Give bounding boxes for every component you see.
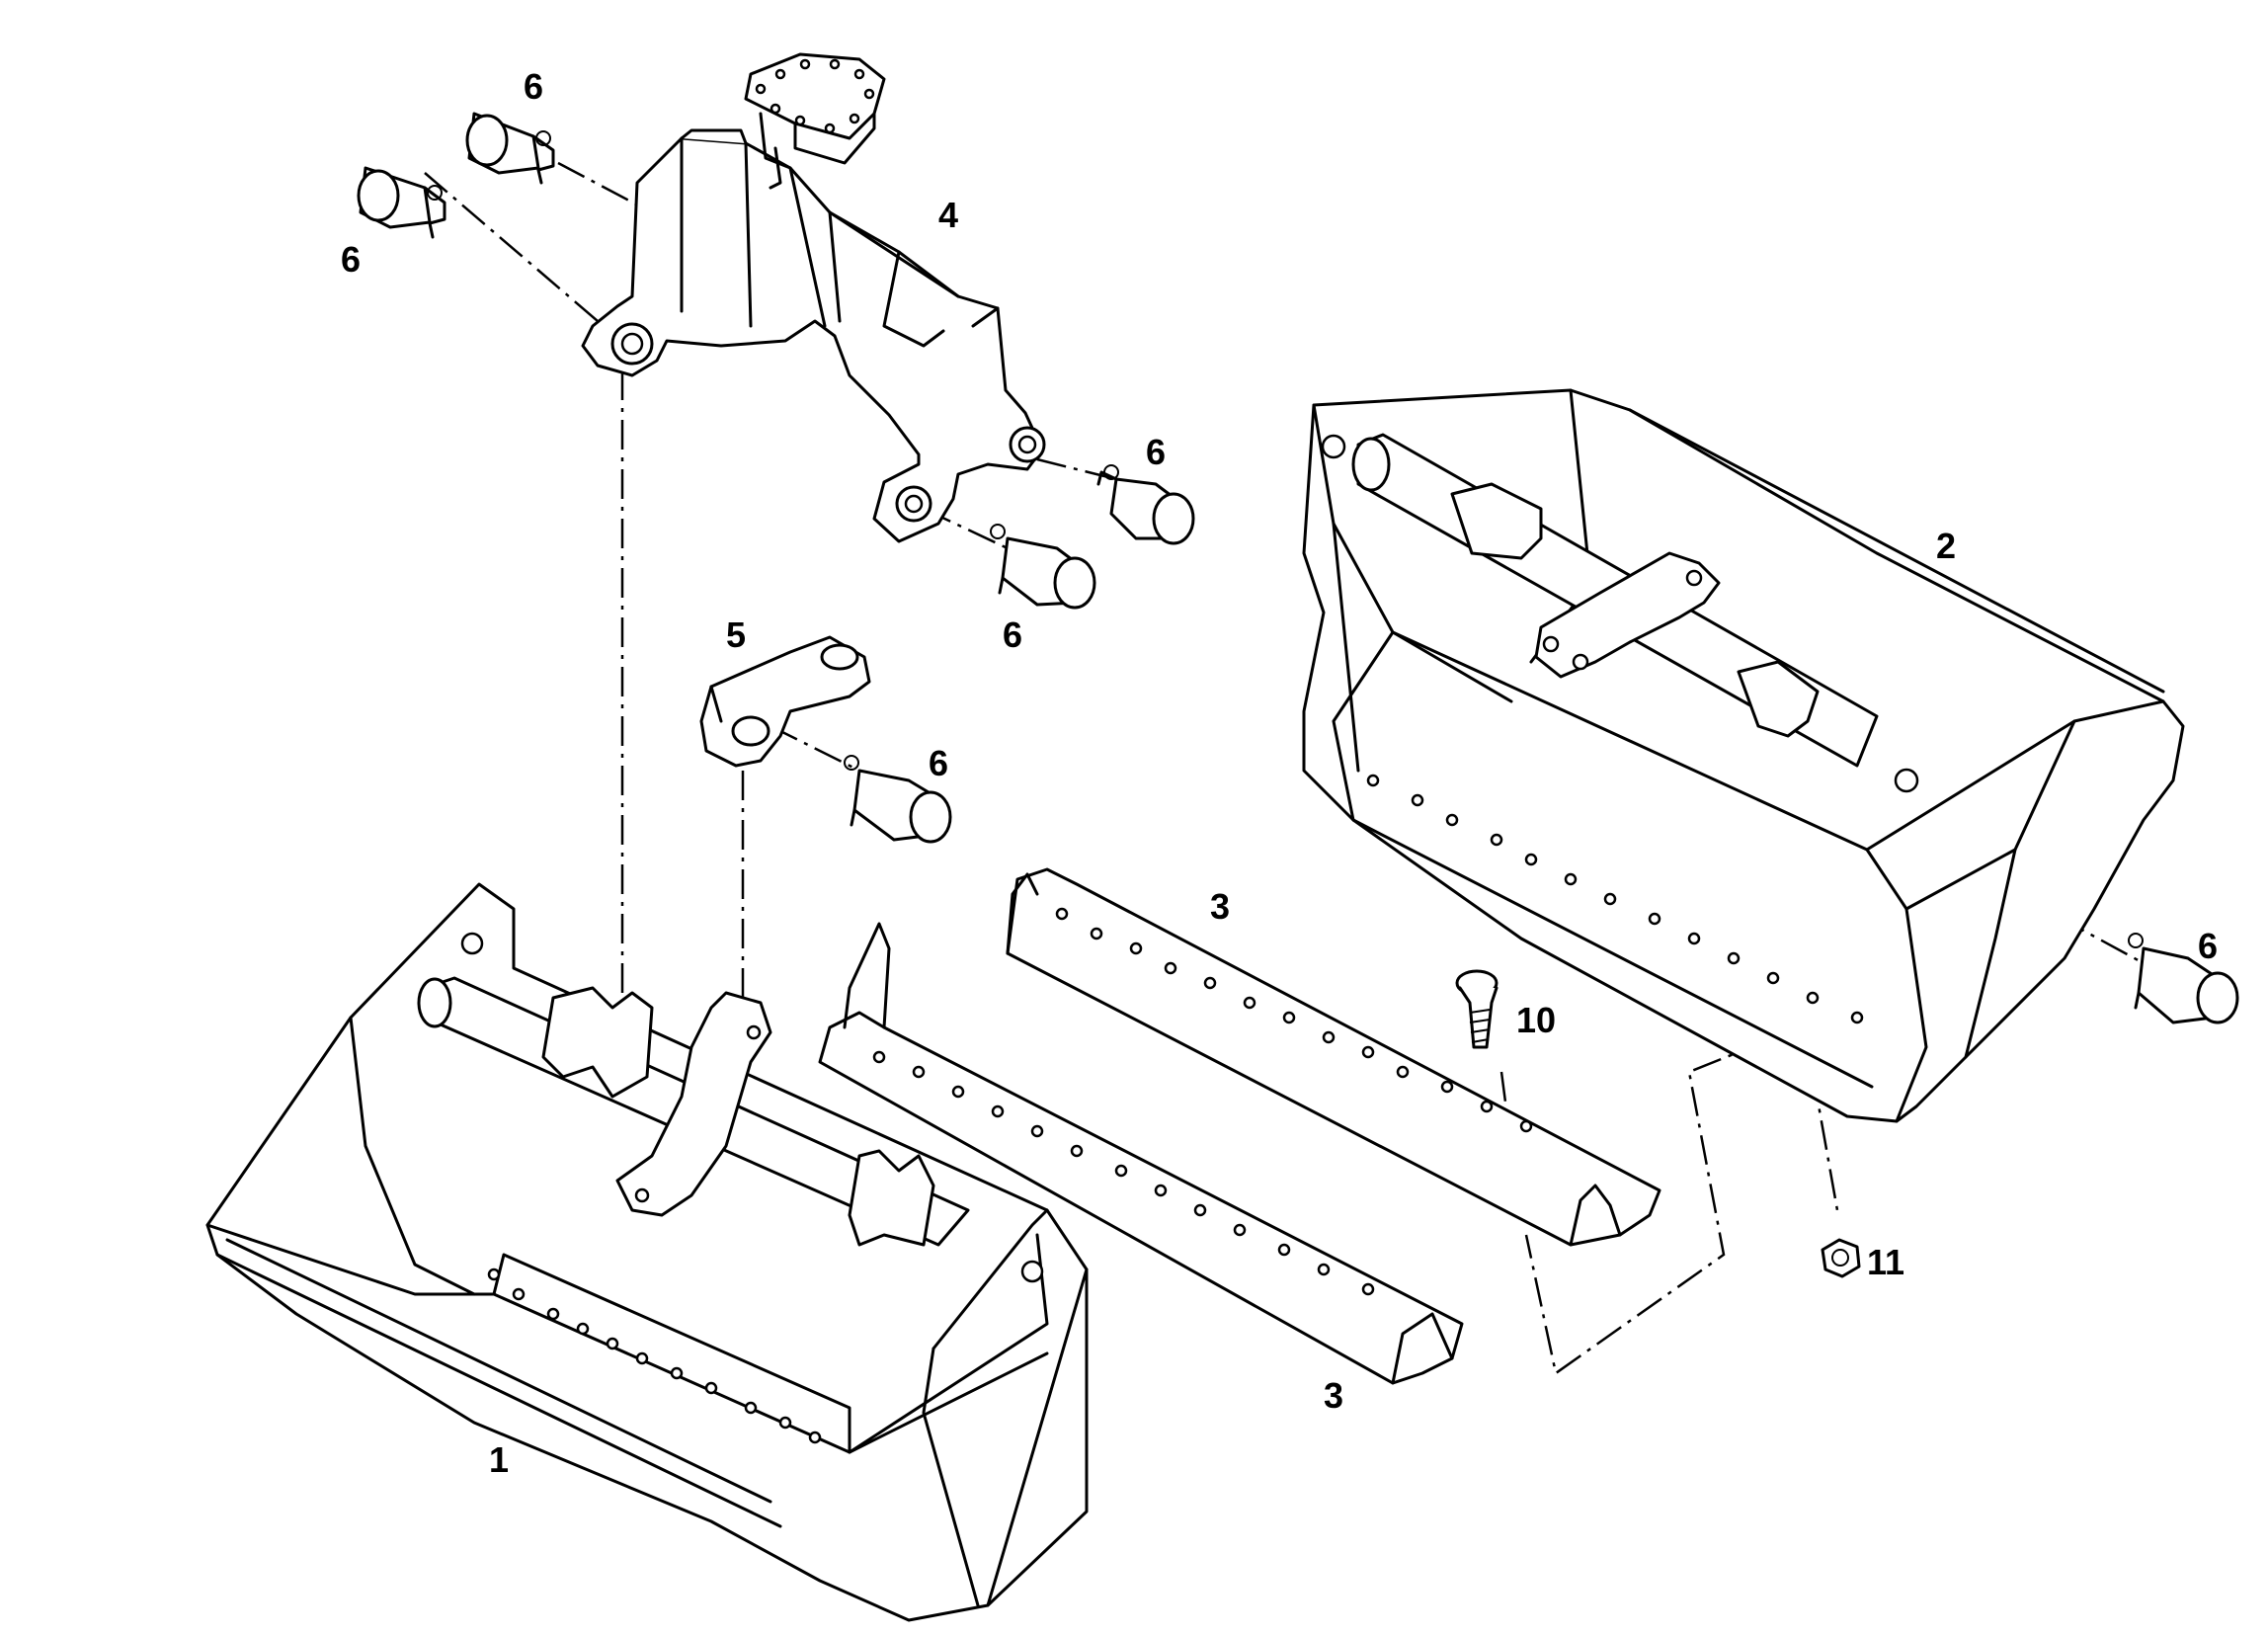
nut-part xyxy=(1821,1238,1861,1278)
right-bucket-part xyxy=(1302,388,2185,1123)
callout-pin-bracket-right: 6 xyxy=(1146,432,1166,472)
left-bucket-part xyxy=(205,882,1089,1622)
pin-part-top-left xyxy=(357,166,446,239)
callout-pin-top-right: 6 xyxy=(524,66,543,107)
callout-bucket-left: 1 xyxy=(489,1439,509,1480)
link-part xyxy=(699,635,871,768)
callout-bracket: 4 xyxy=(938,195,958,235)
pin-part-bracket-right xyxy=(1096,464,1195,545)
pin-part-link xyxy=(844,755,952,844)
callout-pin-bracket-lower: 6 xyxy=(1003,614,1022,655)
callout-bolt: 10 xyxy=(1516,1000,1556,1040)
callout-nut: 11 xyxy=(1867,1242,1904,1282)
pin-part-bracket-lower xyxy=(990,524,1096,610)
pin-part-top-right xyxy=(465,112,555,185)
bracket-part xyxy=(581,52,1046,543)
cutting-edge-lower-part xyxy=(818,922,1464,1385)
callout-pin-top-left: 6 xyxy=(341,239,361,280)
callout-edge-lower: 3 xyxy=(1324,1375,1343,1416)
callout-pin-right-bucket: 6 xyxy=(2198,926,2218,966)
callout-edge-upper: 3 xyxy=(1210,886,1230,927)
cutting-edge-upper-part xyxy=(1006,867,1661,1247)
pin-part-right-bucket xyxy=(2128,933,2239,1024)
callout-link: 5 xyxy=(726,614,746,655)
callout-labels: 1 2 3 3 4 5 6 6 6 6 6 6 10 11 xyxy=(341,66,2218,1480)
bolt-part xyxy=(1455,969,1498,1049)
callout-bucket-right: 2 xyxy=(1936,526,1956,566)
callout-pin-link: 6 xyxy=(929,743,948,783)
